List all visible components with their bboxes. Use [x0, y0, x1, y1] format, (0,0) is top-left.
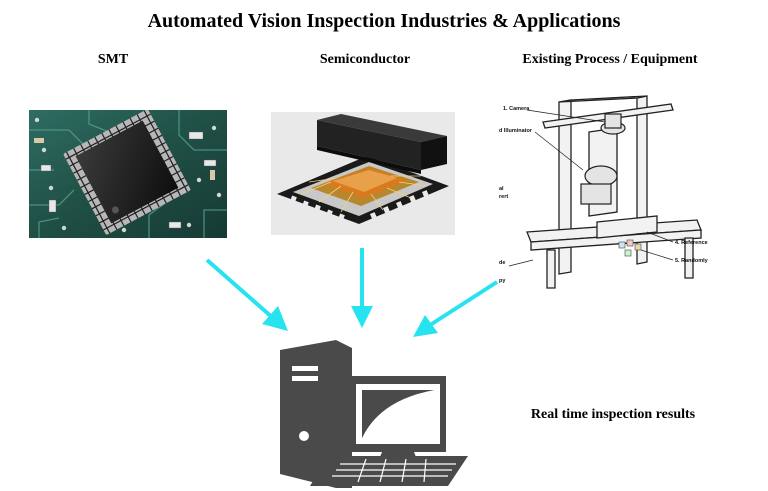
inspection-equipment-drawing: 1. Camera d Illuminator al rert 4. Refer… [497, 92, 715, 292]
desktop-computer-icon [280, 340, 468, 488]
label-existing-equipment: Existing Process / Equipment [522, 52, 698, 67]
callout-side-b: rert [499, 194, 508, 200]
callout-camera: 1. Camera [503, 106, 530, 112]
smt-pcb-image [29, 110, 227, 238]
callout-randomly: 5. Randomly [675, 258, 709, 264]
page-title: Automated Vision Inspection Industries &… [147, 10, 621, 32]
callout-side-a: al [499, 186, 504, 192]
arrow-equipment-to-computer [413, 280, 499, 337]
callout-left-b: py [499, 278, 506, 284]
callout-reference: 4. Reference [675, 240, 708, 246]
label-smt: SMT [97, 52, 129, 67]
callout-left-a: de [499, 260, 505, 266]
callout-illuminator: d Illuminator [499, 128, 533, 134]
semiconductor-package-image [271, 112, 455, 235]
arrow-smt-to-computer [205, 258, 288, 331]
label-semiconductor: Semiconductor [319, 52, 411, 67]
arrow-semiconductor-to-computer [351, 248, 373, 328]
label-realtime-results: Real time inspection results [530, 407, 696, 422]
